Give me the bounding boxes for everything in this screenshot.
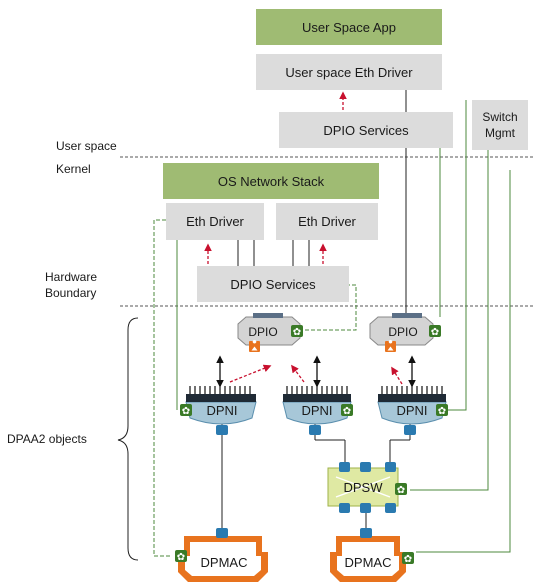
dpni-left-label: DPNI (206, 403, 237, 418)
gear-glyph: ✿ (177, 552, 185, 563)
dpio-services-kernel-box (197, 266, 349, 302)
dpni-right-label: DPNI (396, 403, 427, 418)
gear-glyph: ✿ (438, 406, 446, 417)
gear-icon (341, 404, 353, 416)
dpsw: DPSW ✿ (327, 462, 407, 513)
switch-arrows (335, 476, 391, 498)
dpio-right-label: DPIO (388, 325, 417, 339)
port-icon (216, 528, 228, 538)
eth-driver-left-box (166, 203, 264, 240)
gear-icon (180, 404, 192, 416)
user-eth-driver-box (256, 54, 442, 90)
hardware-boundary-label-line2: Boundary (45, 286, 96, 300)
kernel-label: Kernel (56, 162, 91, 176)
hardware-boundary-label-line1: Hardware (45, 270, 97, 284)
dpaa2-objects-label: DPAA2 objects (7, 432, 87, 446)
port-icon (339, 462, 350, 472)
dpaa2-brace (117, 317, 139, 561)
gear-glyph: ✿ (431, 327, 439, 338)
gear-icon (395, 483, 407, 495)
gear-glyph: ✿ (293, 327, 301, 338)
person-glyph (251, 339, 258, 351)
dpio-left-label: DPIO (248, 325, 277, 339)
gear-glyph: ✿ (343, 406, 351, 417)
dpmac-left-label: DPMAC (201, 555, 248, 570)
dpni-left: DPNI ✿ (180, 386, 257, 435)
dpio-right: DPIO ✿ (369, 313, 441, 352)
port-icon (339, 503, 350, 513)
user-space-app-box (256, 9, 442, 45)
dpni-right: DPNI ✿ (377, 386, 448, 435)
port-icon (360, 503, 371, 513)
connector-lines (153, 85, 511, 557)
gear-icon (429, 325, 441, 337)
eth-driver-right-label: Eth Driver (298, 214, 356, 229)
port-icon (404, 425, 416, 435)
os-network-stack-label: OS Network Stack (218, 174, 325, 189)
gear-icon (402, 552, 414, 564)
user-eth-driver-label: User space Eth Driver (285, 65, 413, 80)
dpmac-right: DPMAC ✿ (330, 528, 414, 582)
eth-driver-left-label: Eth Driver (186, 214, 244, 229)
dpni-mid-label: DPNI (301, 403, 332, 418)
port-icon (385, 462, 396, 472)
port-icon (309, 425, 321, 435)
dpsw-label: DPSW (344, 480, 384, 495)
switch-mgmt-label-line1: Switch (482, 110, 517, 124)
switch-mgmt-label-line2: Mgmt (485, 126, 516, 140)
gear-glyph: ✿ (404, 554, 412, 565)
port-icon (360, 528, 372, 538)
port-icon (360, 462, 371, 472)
port-icon (385, 503, 396, 513)
gear-glyph: ✿ (397, 485, 405, 496)
eth-driver-right-box (276, 203, 378, 240)
dpni-mid: DPNI ✿ (282, 386, 353, 435)
person-glyph (387, 339, 394, 351)
gear-icon (291, 325, 303, 337)
dpio-services-kernel-label: DPIO Services (230, 277, 316, 292)
user-space-app-label: User Space App (302, 20, 396, 35)
port-icon (216, 425, 228, 435)
gear-icon (175, 550, 187, 562)
dpmac-left: DPMAC ✿ (175, 528, 268, 582)
dpio-left: DPIO ✿ (237, 313, 303, 352)
switch-mgmt-box (472, 100, 528, 150)
dpio-services-user-box (279, 112, 453, 148)
dpmac-right-label: DPMAC (345, 555, 392, 570)
gear-icon (436, 404, 448, 416)
gear-glyph: ✿ (182, 406, 190, 417)
red-dashed-arrows (204, 91, 403, 385)
dpio-services-user-label: DPIO Services (323, 123, 409, 138)
os-network-stack-box (163, 163, 379, 199)
user-space-label: User space (56, 139, 117, 153)
black-double-arrows (216, 355, 416, 388)
